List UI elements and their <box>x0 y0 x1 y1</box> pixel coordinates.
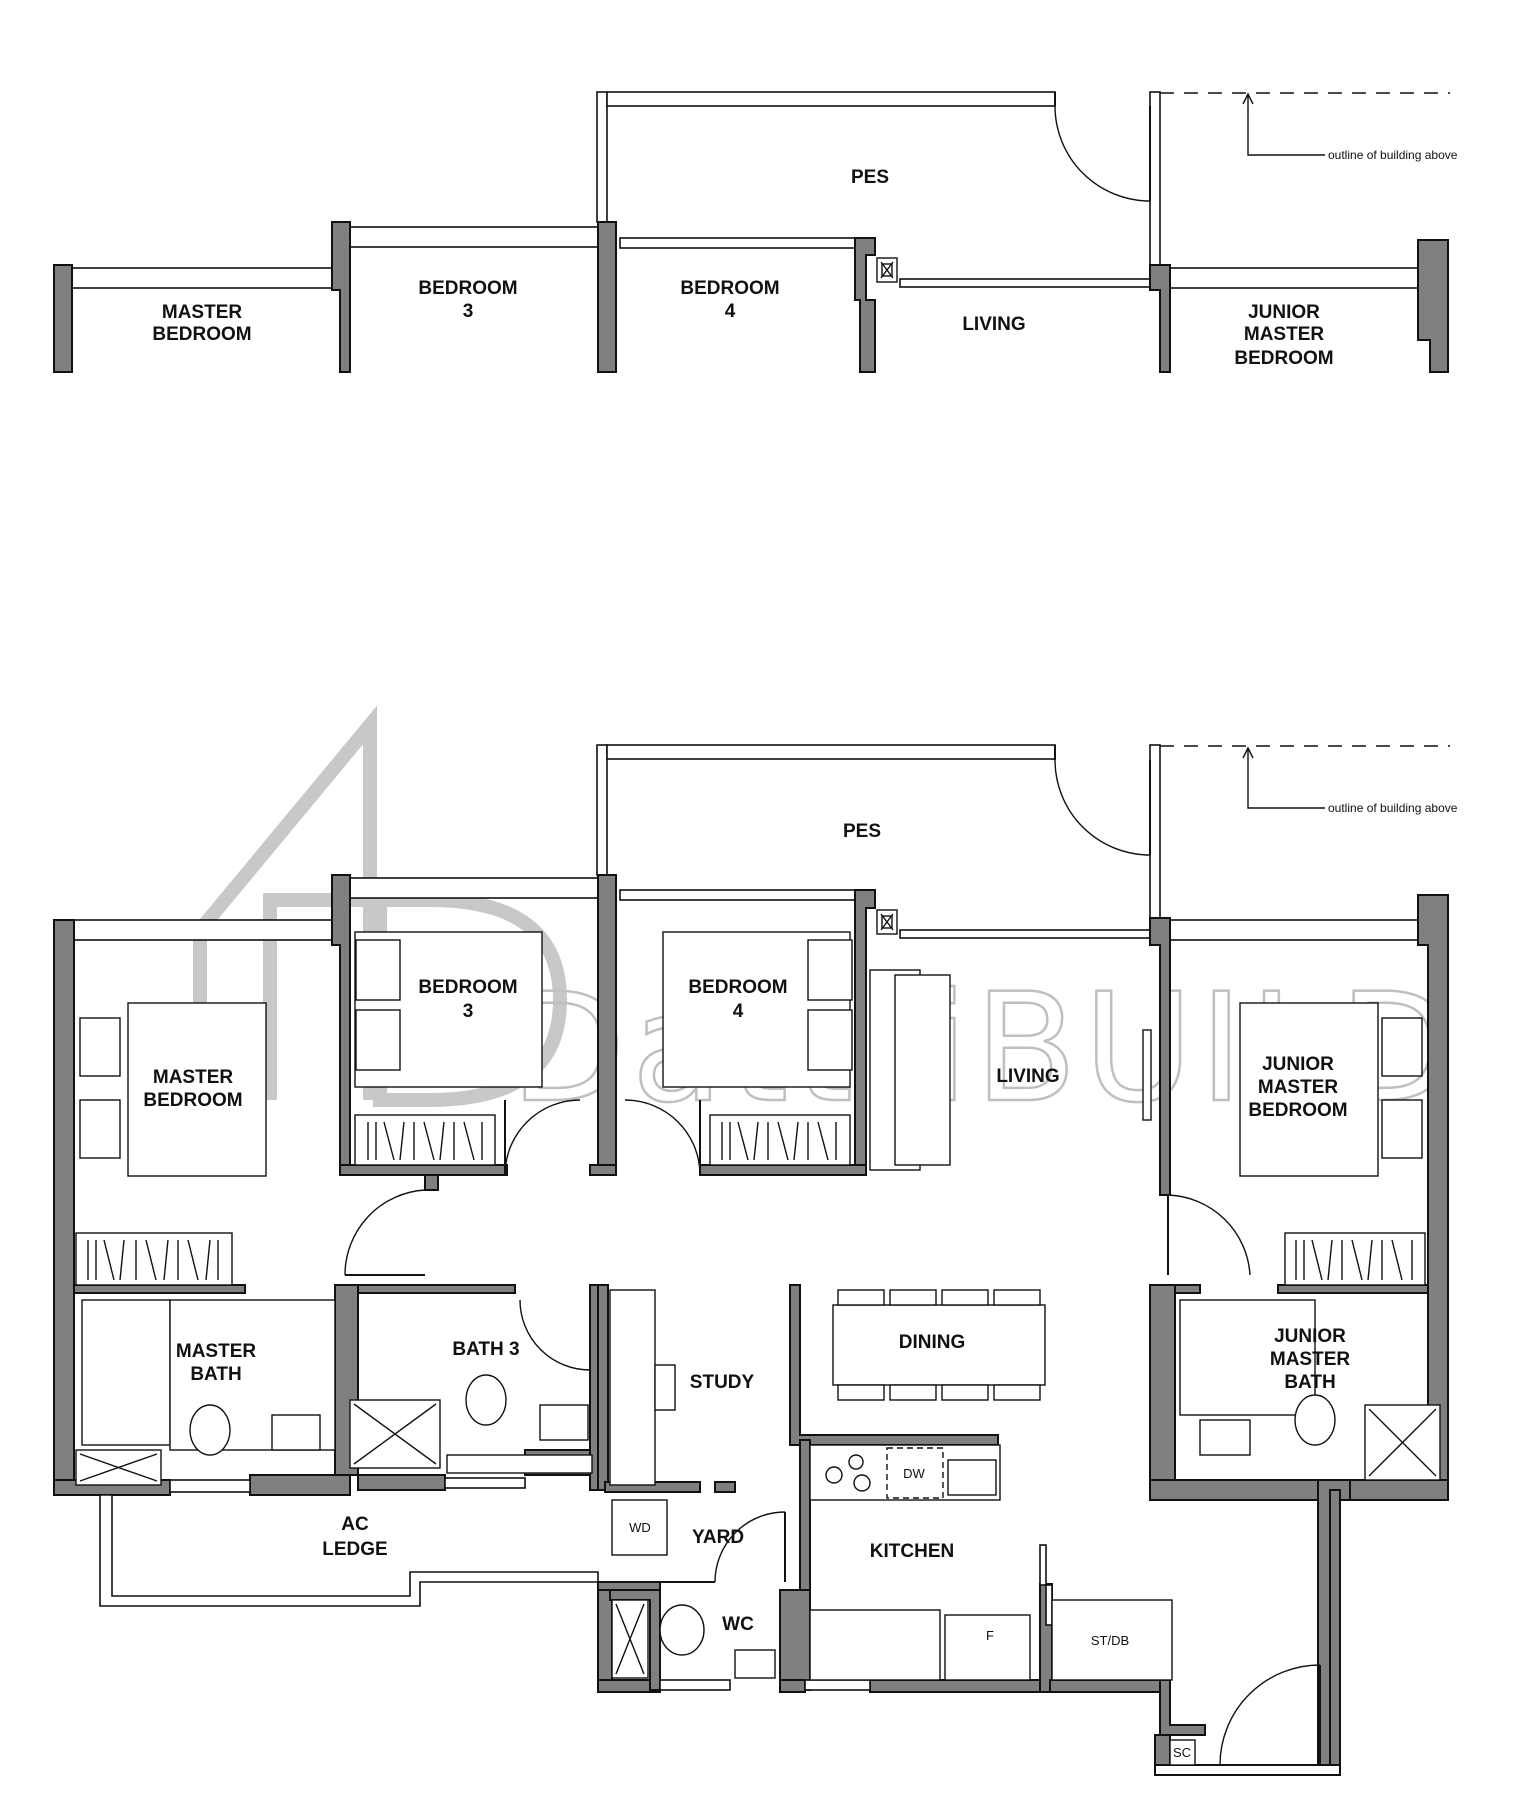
lower-living-label: LIVING <box>996 1066 1059 1087</box>
lower-master-bedroom-label-2: BEDROOM <box>143 1090 242 1111</box>
lower-ac-ledge-label-2: LEDGE <box>322 1539 387 1560</box>
upper-jmb-label-3: BEDROOM <box>1234 348 1333 369</box>
upper-master-bedroom-label-1: MASTER <box>162 302 243 323</box>
lower-study-label: STUDY <box>690 1372 755 1393</box>
upper-master-bedroom-label-2: BEDROOM <box>152 324 251 345</box>
lower-jmb-label-1: JUNIOR <box>1262 1054 1334 1075</box>
upper-living-label: LIVING <box>962 314 1025 335</box>
lower-bath3-label: BATH 3 <box>452 1339 519 1360</box>
lower-dining-label: DINING <box>899 1332 966 1353</box>
lower-bedroom3-label-1: BEDROOM <box>418 977 517 998</box>
lower-sc-label: SC <box>1173 1745 1191 1760</box>
lower-note: outline of building above <box>1328 801 1458 815</box>
upper-pes-label: PES <box>851 167 889 188</box>
lower-jm-bath-label-3: BATH <box>1284 1372 1335 1393</box>
upper-jmb-label-1: JUNIOR <box>1248 302 1320 323</box>
upper-bedroom3-label-1: BEDROOM <box>418 278 517 299</box>
lower-master-bedroom-label-1: MASTER <box>153 1067 234 1088</box>
lower-jm-bath-label-2: MASTER <box>1270 1349 1351 1370</box>
lower-jmb-label-2: MASTER <box>1258 1077 1339 1098</box>
lower-ac-ledge-label-1: AC <box>341 1514 369 1535</box>
lower-wc-label: WC <box>722 1614 754 1635</box>
lower-yard-label: YARD <box>692 1527 744 1548</box>
lower-dw-label: DW <box>903 1466 925 1481</box>
lower-bedroom4-label-2: 4 <box>733 1001 744 1022</box>
upper-bedroom4-label-1: BEDROOM <box>680 278 779 299</box>
lower-master-bath-label-2: BATH <box>190 1364 241 1385</box>
lower-stdb-label: ST/DB <box>1091 1633 1129 1648</box>
lower-pes-label: PES <box>843 821 881 842</box>
upper-bedroom4-label-2: 4 <box>725 301 736 322</box>
lower-bedroom4-label-1: BEDROOM <box>688 977 787 998</box>
upper-plan: outline of building above PES LIVING MAS… <box>53 91 1458 373</box>
lower-kitchen-label: KITCHEN <box>870 1541 954 1562</box>
lower-fridge-label: F <box>986 1628 994 1643</box>
lower-wd-label: WD <box>629 1520 651 1535</box>
upper-note: outline of building above <box>1328 148 1458 162</box>
upper-bedroom3-label-2: 3 <box>463 301 474 322</box>
upper-jmb-label-2: MASTER <box>1244 324 1325 345</box>
lower-master-bath-label-1: MASTER <box>176 1341 257 1362</box>
lower-jm-bath-label-1: JUNIOR <box>1274 1326 1346 1347</box>
lower-jmb-label-3: BEDROOM <box>1248 1100 1347 1121</box>
lower-plan: outline of building above <box>53 744 1458 1776</box>
lower-bedroom3-label-2: 3 <box>463 1001 474 1022</box>
